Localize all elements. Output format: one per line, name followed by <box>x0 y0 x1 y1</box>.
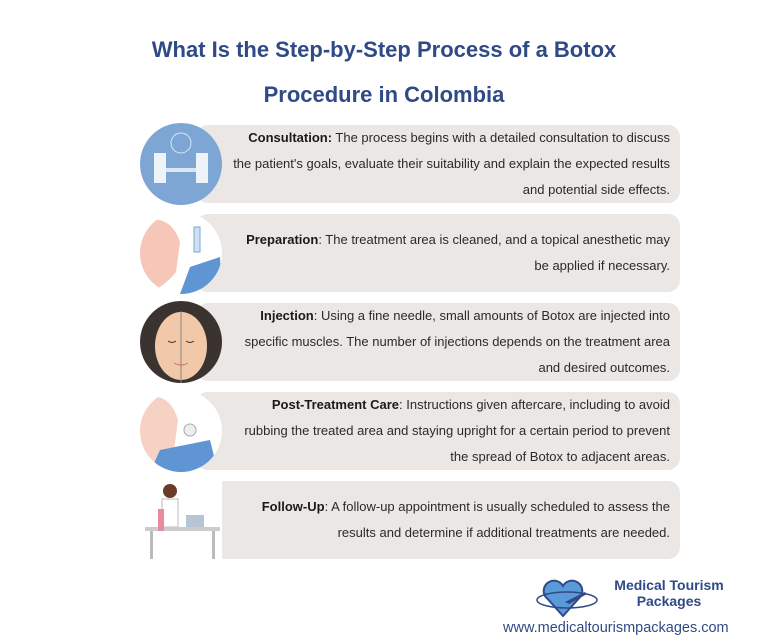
step-injection: Injection: Using a fine needle, small am… <box>140 301 680 383</box>
website-url[interactable]: www.medicaltourismpackages.com <box>503 620 729 636</box>
step-follow-up: Follow-Up: A follow-up appointment is us… <box>140 479 680 561</box>
step-post-treatment-care: Post-Treatment Care: Instructions given … <box>140 390 680 472</box>
step-label: Injection <box>260 308 314 323</box>
step-box: Consultation: The process begins with a … <box>196 125 680 203</box>
step-box: Follow-Up: A follow-up appointment is us… <box>196 481 680 559</box>
step-box: Preparation: The treatment area is clean… <box>196 214 680 292</box>
step-consultation: Consultation: The process begins with a … <box>140 123 680 205</box>
aftercare-icon <box>140 390 222 472</box>
step-label: Consultation: <box>248 130 333 145</box>
step-text: The process begins with a detailed consu… <box>233 130 670 197</box>
step-text: : Using a fine needle, small amounts of … <box>244 308 670 375</box>
step-label: Post-Treatment Care <box>271 397 400 412</box>
step-label: Follow-Up <box>261 499 325 514</box>
brand-line2: Packages <box>636 593 702 609</box>
preparation-icon <box>140 212 222 294</box>
page-title-line2: Procedure in Colombia <box>263 82 505 107</box>
consultation-icon <box>140 123 222 205</box>
page-title-line1: What Is the Step-by-Step Process of a Bo… <box>151 37 617 62</box>
brand-line1: Medical Tourism <box>614 577 724 593</box>
steps-list: Consultation: The process begins with a … <box>140 123 680 561</box>
doctor-desk-icon <box>140 479 222 561</box>
step-text: : A follow-up appointment is usually sch… <box>324 499 670 540</box>
step-preparation: Preparation: The treatment area is clean… <box>140 212 680 294</box>
heart-plane-logo-icon <box>536 579 598 618</box>
step-box: Injection: Using a fine needle, small am… <box>196 303 680 381</box>
step-text: : Instructions given aftercare, includin… <box>244 397 670 464</box>
step-box: Post-Treatment Care: Instructions given … <box>196 392 680 470</box>
step-text: : The treatment area is cleaned, and a t… <box>318 232 670 273</box>
step-label: Preparation <box>246 232 319 247</box>
injection-icon <box>140 301 222 383</box>
